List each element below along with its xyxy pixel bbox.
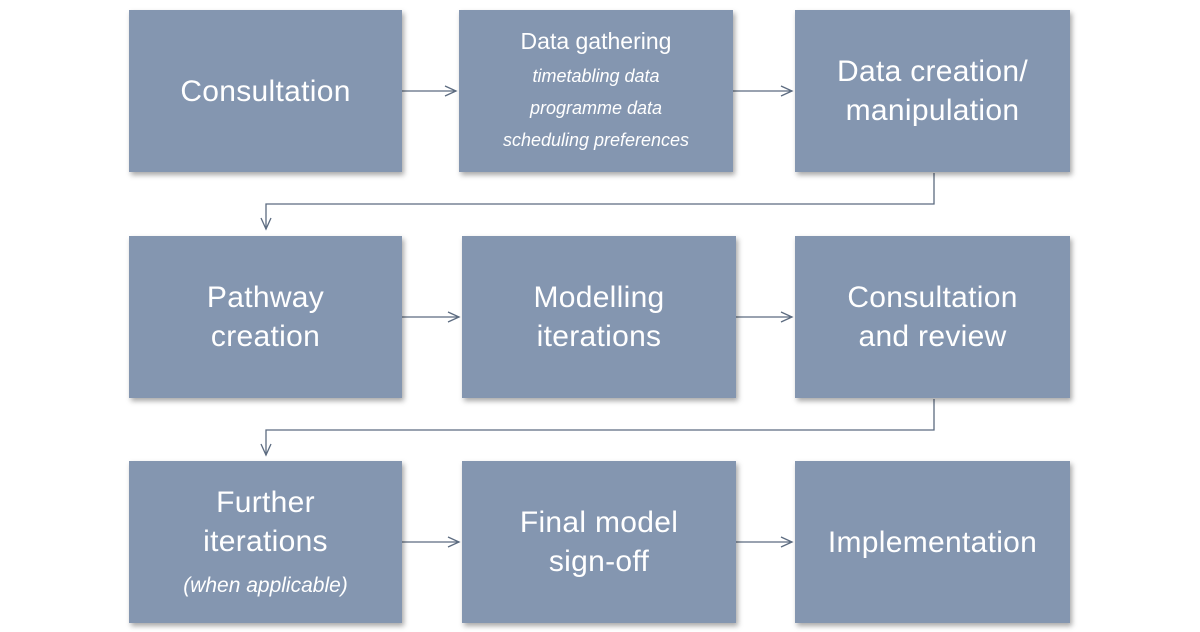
box-final-model-title-line: Final model	[519, 506, 679, 539]
box-further-iterations: Further iterations (when applicable)	[129, 461, 402, 623]
box-further-iterations-note: (when applicable)	[183, 574, 348, 597]
box-consultation-review-title-line: and review	[858, 320, 1007, 353]
box-data-creation-title-line: manipulation	[845, 94, 1020, 127]
box-pathway-creation: Pathway creation	[129, 236, 402, 398]
data-gathering-item: scheduling preferences	[502, 130, 690, 150]
arrow-consultation-review-to-further-iterations	[260, 399, 935, 457]
box-data-creation: Data creation/ manipulation	[795, 10, 1070, 172]
box-consultation-review: Consultation and review	[795, 236, 1070, 398]
box-further-iterations-title-line: iterations	[203, 525, 328, 558]
data-gathering-item: programme data	[529, 98, 663, 118]
box-pathway-creation-title-line: Pathway	[206, 281, 325, 314]
box-implementation-title: Implementation	[827, 525, 1038, 559]
box-consultation-review-title-line: Consultation	[847, 281, 1018, 314]
box-data-creation-title-line: Data creation/	[837, 55, 1028, 88]
box-consultation-title: Consultation	[180, 74, 351, 108]
box-consultation: Consultation	[129, 10, 402, 172]
box-data-gathering: Data gathering timetabling data programm…	[459, 10, 733, 172]
arrow-data-creation-to-pathway-creation	[260, 173, 935, 231]
box-modelling-iterations: Modelling iterations	[462, 236, 736, 398]
data-gathering-item: timetabling data	[532, 66, 660, 86]
box-final-model: Final model sign-off	[462, 461, 736, 623]
box-data-gathering-title: Data gathering	[520, 28, 672, 54]
box-further-iterations-title-line: Further	[216, 486, 315, 519]
box-pathway-creation-title-line: creation	[210, 320, 321, 353]
box-implementation: Implementation	[795, 461, 1070, 623]
box-modelling-iterations-title-line: iterations	[536, 320, 662, 353]
box-modelling-iterations-title-line: Modelling	[533, 281, 665, 314]
box-final-model-title-line: sign-off	[548, 545, 650, 578]
